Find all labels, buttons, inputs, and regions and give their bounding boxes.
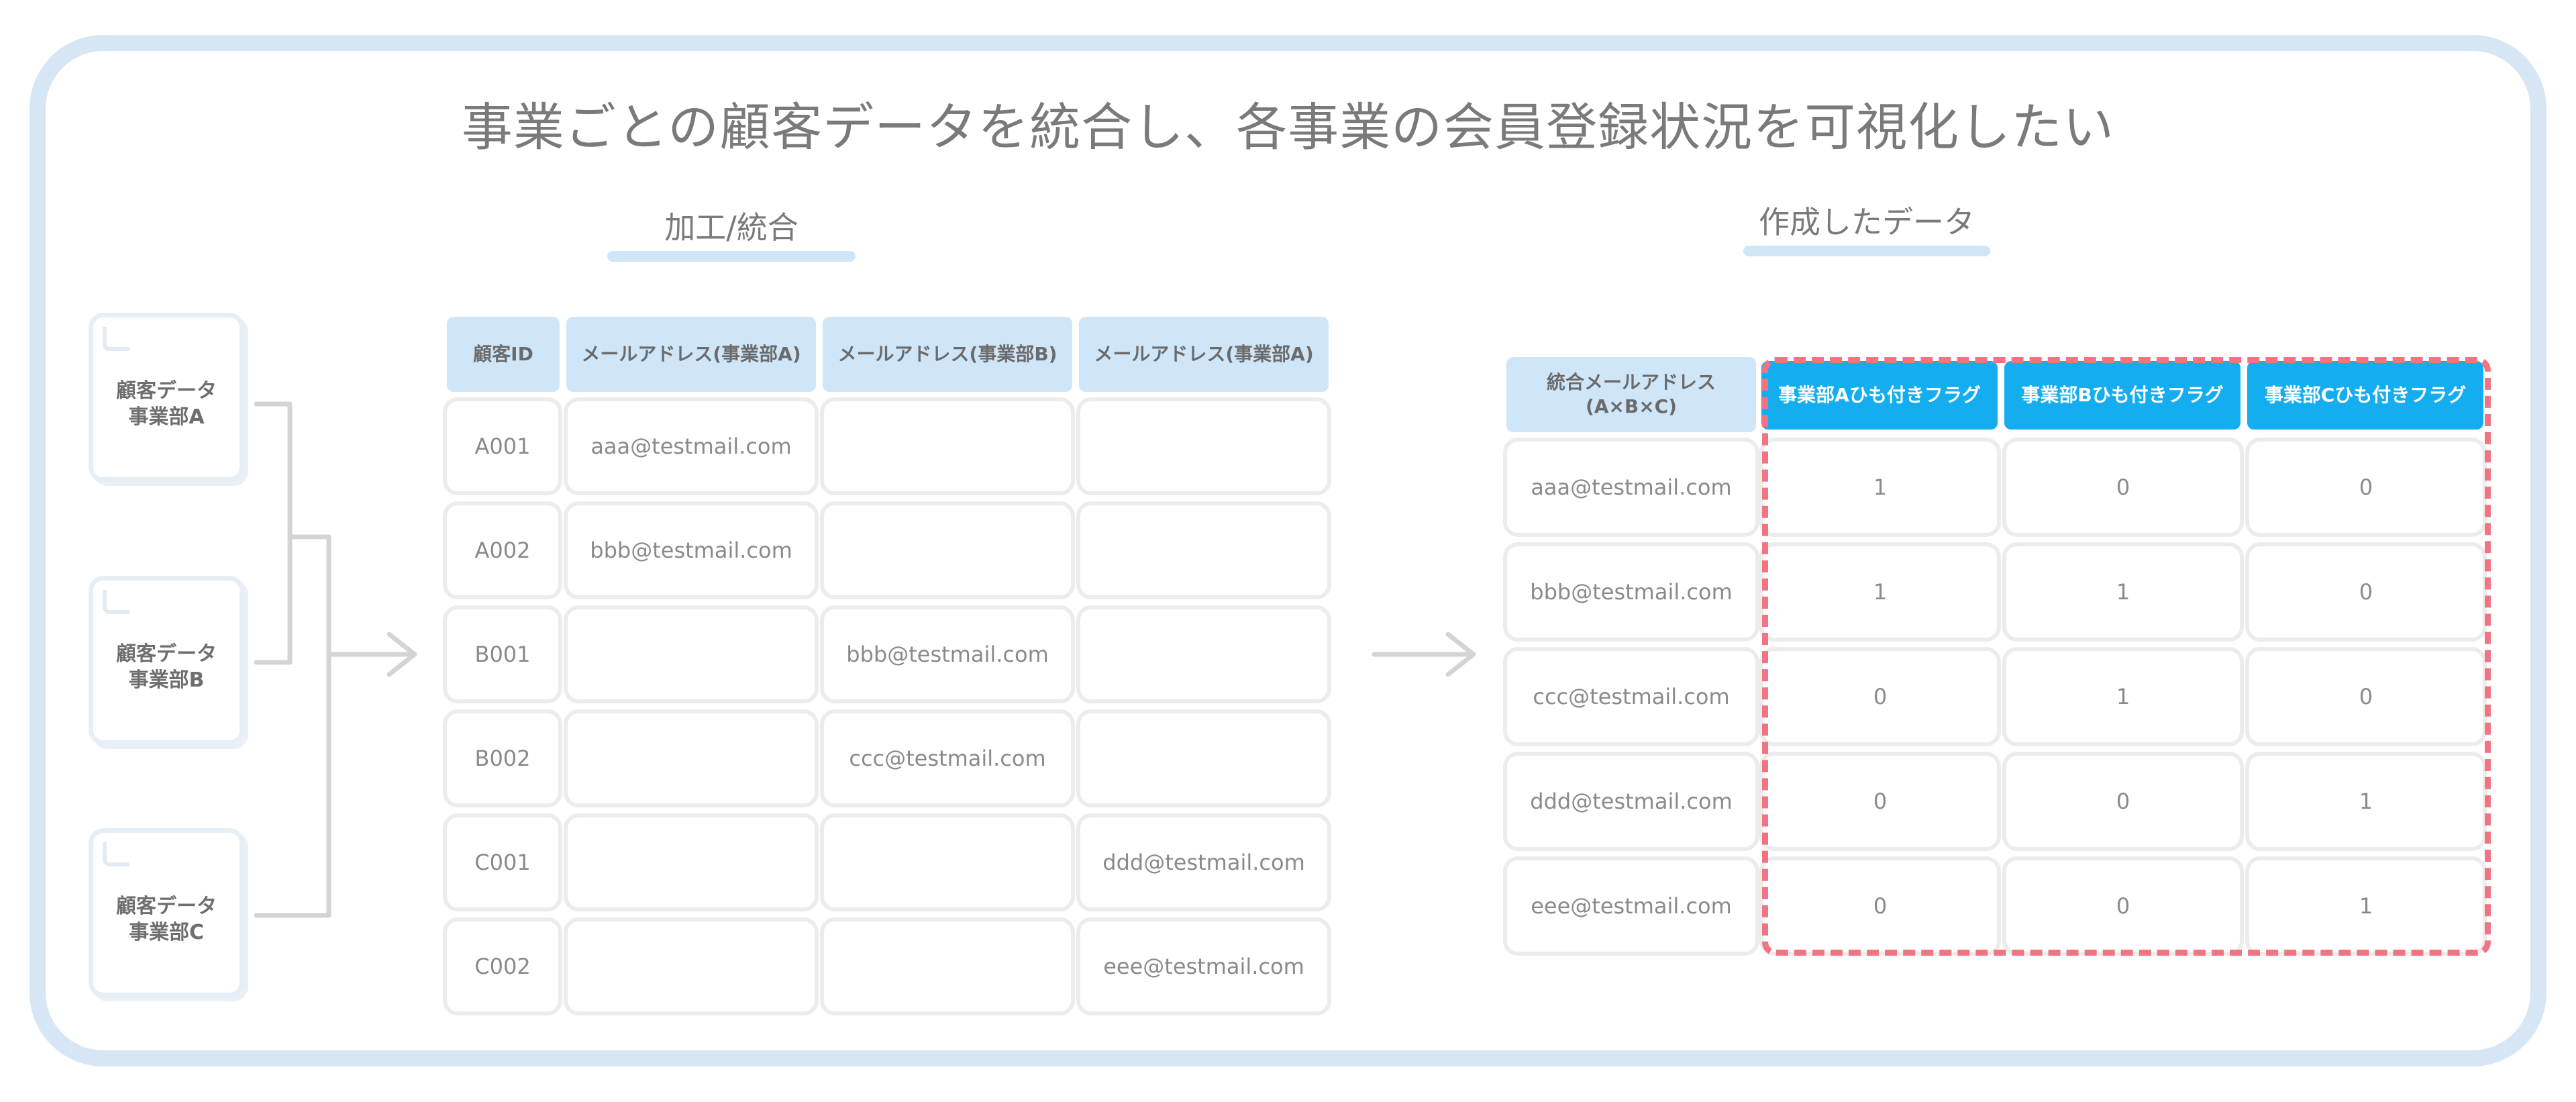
- merge-table-cell: eee@testmail.com: [1076, 917, 1331, 1015]
- result-table-cell: 1: [2245, 752, 2487, 851]
- document-title: 顧客データ: [116, 642, 217, 666]
- merge-table-header: メールアドレス(事業部B): [823, 317, 1072, 392]
- merge-table-header: メールアドレス(事業部A): [1079, 317, 1329, 392]
- merge-table-header: 顧客ID: [447, 317, 560, 392]
- merge-table-cell: [820, 501, 1075, 599]
- merge-table-cell: A001: [443, 397, 562, 495]
- merge-table-cell: ccc@testmail.com: [820, 709, 1075, 807]
- merge-table-cell: A002: [443, 501, 562, 599]
- flag-columns-highlight: [1762, 357, 2491, 956]
- result-table-cell: 0: [1759, 647, 2001, 746]
- document-fold-icon: [103, 590, 130, 614]
- process-label: 加工/統合: [664, 209, 798, 246]
- result-table-cell: bbb@testmail.com: [1503, 542, 1759, 642]
- document-division-c: 顧客データ 事業部C: [89, 828, 244, 997]
- result-table-cell: 0: [2245, 542, 2487, 642]
- document-division: 事業部C: [128, 921, 205, 944]
- result-table-cell: 0: [1759, 752, 2001, 851]
- result-table-cell: 1: [1759, 438, 2001, 537]
- document-fold-icon: [103, 327, 130, 351]
- output-label-underline: [1743, 246, 1990, 256]
- result-table-header-flag: 事業部Aひも付きフラグ: [1761, 361, 1998, 430]
- result-table-header-flag: 事業部Bひも付きフラグ: [2004, 361, 2240, 430]
- merge-table-cell: [564, 917, 819, 1015]
- result-table-cell: 0: [2002, 752, 2244, 851]
- result-table-cell: 1: [2002, 542, 2244, 642]
- merge-table-cell: [1076, 709, 1331, 807]
- merge-table-cell: [820, 917, 1075, 1015]
- output-label: 作成したデータ: [1759, 204, 1975, 240]
- merge-table-cell: aaa@testmail.com: [564, 397, 819, 495]
- merge-table-cell: bbb@testmail.com: [820, 605, 1075, 703]
- merge-table-cell: bbb@testmail.com: [564, 501, 819, 599]
- merge-table-cell: [564, 813, 819, 911]
- merge-table-cell: [564, 709, 819, 807]
- document-title: 顧客データ: [116, 379, 217, 403]
- merge-table-cell: [1076, 397, 1331, 495]
- result-table-cell: ddd@testmail.com: [1503, 752, 1759, 851]
- result-table-cell: eee@testmail.com: [1503, 856, 1759, 956]
- merge-table-cell: [820, 813, 1075, 911]
- merge-table-cell: [1076, 605, 1331, 703]
- merge-table-cell: ddd@testmail.com: [1076, 813, 1331, 911]
- doc-c-connector: [254, 534, 331, 918]
- result-table-header-flag: 事業部Cひも付きフラグ: [2247, 361, 2483, 430]
- result-arrow: [1372, 632, 1476, 677]
- document-division: 事業部A: [128, 405, 205, 429]
- result-table-cell: 1: [1759, 542, 2001, 642]
- document-division-b: 顧客データ 事業部B: [89, 576, 244, 745]
- process-label-underline: [607, 251, 856, 262]
- result-table-cell: 0: [2002, 856, 2244, 956]
- merge-arrow: [326, 632, 417, 677]
- document-division-a: 顧客データ 事業部A: [89, 313, 244, 482]
- result-table-cell: aaa@testmail.com: [1503, 438, 1759, 537]
- result-table-cell: 0: [2002, 438, 2244, 537]
- document-title: 顧客データ: [116, 895, 217, 918]
- merge-table-cell: [1076, 501, 1331, 599]
- result-table-header: 統合メールアドレス (A×B×C): [1506, 357, 1756, 432]
- merge-table-cell: [564, 605, 819, 703]
- document-division: 事業部B: [128, 668, 205, 692]
- result-table-cell: 1: [2002, 647, 2244, 746]
- merge-table-cell: C001: [443, 813, 562, 911]
- page-title: 事業ごとの顧客データを統合し、各事業の会員登録状況を可視化したい: [461, 97, 2115, 157]
- doc-a-connector: [254, 401, 293, 665]
- document-fold-icon: [103, 842, 130, 866]
- merge-table-cell: B002: [443, 709, 562, 807]
- result-table-cell: ccc@testmail.com: [1503, 647, 1759, 746]
- merge-table-cell: [820, 397, 1075, 495]
- merge-table-cell: C002: [443, 917, 562, 1015]
- result-table-cell: 0: [2245, 438, 2487, 537]
- merge-table-cell: B001: [443, 605, 562, 703]
- result-table-cell: 0: [1759, 856, 2001, 956]
- merge-table-header: メールアドレス(事業部A): [566, 317, 816, 392]
